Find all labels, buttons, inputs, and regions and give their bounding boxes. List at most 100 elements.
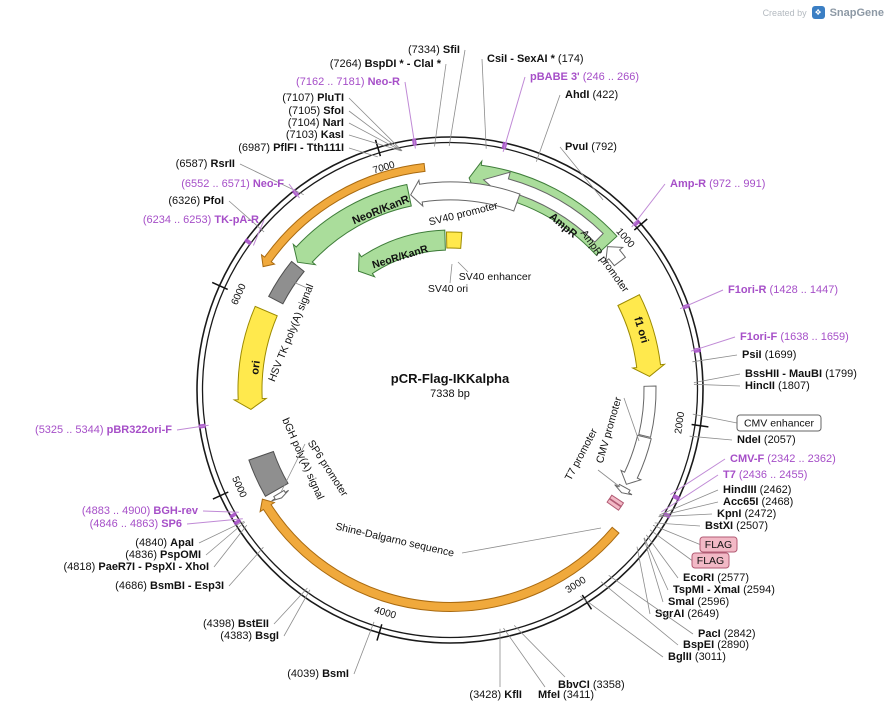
site-label-paer7i-pspxi-xhoi[interactable]: (4818) PaeR7I - PspXI - XhoI — [64, 561, 210, 573]
tick-label-2000: 2000 — [673, 411, 687, 435]
site-label-tspmi-xmai[interactable]: TspMI - XmaI (2594) — [673, 584, 775, 596]
site-label-paci[interactable]: PacI (2842) — [698, 628, 756, 640]
site-label-smai[interactable]: SmaI (2596) — [668, 596, 729, 608]
tick-mark-2000 — [691, 423, 709, 428]
site-label-pvui[interactable]: PvuI (792) — [565, 141, 617, 153]
feature-label-line-sv40-ori — [449, 263, 453, 284]
snapgene-watermark: Created by ❖ SnapGene — [763, 6, 884, 19]
site-label-pbabe-3[interactable]: pBABE 3' (246 .. 266) — [530, 71, 639, 83]
feature-ampr-promoter[interactable] — [605, 246, 627, 267]
feature-neor-kanr[interactable] — [292, 183, 412, 266]
site-label-rsrii[interactable]: (6587) RsrII — [176, 158, 235, 170]
site-label-pluti[interactable]: (7107) PluTI — [282, 92, 344, 104]
primer-region-sp6 — [233, 518, 242, 526]
site-label-kasi[interactable]: (7103) KasI — [286, 129, 344, 141]
feature-label-cmv-promoter[interactable]: CMV promoter — [594, 395, 624, 464]
site-label-cmv-f[interactable]: CMV-F (2342 .. 2362) — [730, 453, 836, 465]
site-label-ahdi[interactable]: AhdI (422) — [565, 89, 618, 101]
site-label-pspomi[interactable]: (4836) PspOMI — [125, 549, 201, 561]
callout-line-neo-f — [288, 183, 300, 199]
site-label-csii-sexai[interactable]: CsiI - SexAI * (174) — [487, 53, 584, 65]
site-label-sp6[interactable]: (4846 .. 4863) SP6 — [90, 518, 182, 530]
callout-line-pbr322ori-f — [176, 424, 209, 431]
site-label-tk-pa-r[interactable]: (6234 .. 6253) TK-pA-R — [143, 214, 259, 226]
feature-label-t7-promoter[interactable]: T7 promoter — [563, 426, 601, 483]
feature-f1-ori[interactable] — [617, 294, 667, 377]
tick-mark-4000 — [376, 624, 383, 641]
site-label-bstxi[interactable]: BstXI (2507) — [705, 520, 768, 532]
site-label-kfli[interactable]: (3428) KflI — [469, 689, 522, 701]
site-label-f1ori-f[interactable]: F1ori-F (1638 .. 1659) — [740, 331, 849, 343]
site-label-kpni[interactable]: KpnI (2472) — [717, 508, 776, 520]
feature-label-ori[interactable]: ori — [249, 360, 263, 375]
plasmid-name: pCR-Flag-IKKalpha — [390, 371, 510, 386]
site-label-f1ori-r[interactable]: F1ori-R (1428 .. 1447) — [728, 284, 838, 296]
site-label-bsmi[interactable]: (4039) BsmI — [287, 668, 349, 680]
tick-mark-6000 — [211, 281, 229, 291]
callout-line-f1ori-f — [690, 336, 736, 352]
site-label-acc65i[interactable]: Acc65I (2468) — [723, 496, 793, 508]
feature-label-sv40-promoter[interactable]: SV40 promoter — [428, 200, 500, 229]
feature-neor-kanr[interactable] — [357, 229, 446, 278]
feature-cmv-enhancer[interactable] — [638, 385, 657, 438]
feature-label-shine-dalgarno-sequence[interactable]: Shine-Dalgarno sequence — [334, 521, 455, 560]
site-label-hindiii[interactable]: HindIII (2462) — [723, 484, 791, 496]
site-label-apai[interactable]: (4840) ApaI — [135, 537, 194, 549]
site-label-bspei[interactable]: BspEI (2890) — [683, 639, 749, 651]
site-label-neo-f[interactable]: (6552 .. 6571) Neo-F — [181, 178, 284, 190]
tick-mark-3000 — [581, 594, 593, 610]
feature-sv40-enhancer[interactable] — [445, 231, 463, 249]
callout-line-cmv-f — [670, 458, 726, 496]
feature-label-flag[interactable]: FLAG — [697, 555, 724, 567]
site-label-sfii[interactable]: (7334) SfiI — [408, 44, 460, 56]
feature-label-box-flag[interactable] — [691, 552, 730, 569]
feature-flag[interactable] — [606, 498, 622, 511]
feature-hsv-tk-poly-a-signal[interactable] — [268, 260, 305, 305]
site-label-mfei[interactable]: MfeI (3411) — [538, 689, 594, 701]
site-label-pfoi[interactable]: (6326) PfoI — [168, 195, 224, 207]
site-label-hincii[interactable]: HincII (1807) — [745, 380, 810, 392]
feature-t7-promoter[interactable] — [614, 483, 633, 496]
feature-label-line-t7-promoter — [597, 469, 621, 488]
feature-ikkalpha-insert[interactable] — [259, 498, 620, 612]
primer-region-amp-r — [632, 219, 641, 227]
site-label-sgrai[interactable]: SgrAI (2649) — [655, 608, 719, 620]
feature-label-box-cmv-enhancer[interactable] — [736, 414, 822, 432]
site-label-bbvci[interactable]: BbvCI (3358) — [558, 679, 625, 691]
feature-label-sv40-enhancer[interactable]: SV40 enhancer — [459, 271, 532, 283]
feature-sp6-promoter[interactable] — [271, 489, 289, 502]
site-label-ecori[interactable]: EcoRI (2577) — [683, 572, 749, 584]
tick-mark-7000 — [374, 139, 382, 157]
callout-line-bbvci — [513, 625, 566, 678]
callout-line-paer7i-pspxi-xhoi — [213, 524, 248, 568]
tick-mark-5000 — [212, 491, 229, 500]
feature-label-box-flag[interactable] — [699, 536, 738, 553]
site-label-bsmbi-esp3i[interactable]: (4686) BsmBI - Esp3I — [115, 580, 224, 592]
site-label-bsshii-maubi[interactable]: BssHII - MauBI (1799) — [745, 368, 857, 380]
feature-ori[interactable] — [232, 305, 278, 410]
feature-cmv-promoter[interactable] — [620, 434, 652, 485]
site-label-psii[interactable]: PsiI (1699) — [742, 349, 796, 361]
site-label-bgh-rev[interactable]: (4883 .. 4900) BGH-rev — [82, 505, 199, 517]
feature-label-flag[interactable]: FLAG — [705, 539, 732, 551]
callout-line-kpni — [658, 513, 713, 518]
feature-label-cmv-enhancer[interactable]: CMV enhancer — [744, 418, 815, 430]
site-label-neo-r[interactable]: (7162 .. 7181) Neo-R — [296, 76, 400, 88]
feature-upstream-region[interactable] — [260, 162, 426, 268]
site-label-bsgi[interactable]: (4383) BsgI — [220, 630, 279, 642]
site-label-t7[interactable]: T7 (2436 .. 2455) — [723, 469, 807, 481]
site-label-sfoi[interactable]: (7105) SfoI — [288, 105, 344, 117]
site-label-pbr322ori-f[interactable]: (5325 .. 5344) pBR322ori-F — [35, 424, 172, 436]
site-label-bspdi-clai[interactable]: (7264) BspDI * - ClaI * — [330, 58, 442, 70]
feature-sv40-promoter[interactable] — [410, 178, 521, 212]
site-label-amp-r[interactable]: Amp-R (972 .. 991) — [670, 178, 765, 190]
callout-line-pfoi — [228, 200, 265, 233]
feature-label-sv40-ori[interactable]: SV40 ori — [428, 283, 468, 295]
site-label-pflfi-tth111i[interactable]: (6987) PflFI - Tth111I — [238, 142, 344, 154]
site-label-ndei[interactable]: NdeI (2057) — [737, 434, 796, 446]
callout-line-ahdi — [535, 94, 561, 162]
site-label-nari[interactable]: (7104) NarI — [288, 117, 344, 129]
feature-flag[interactable] — [609, 494, 625, 507]
site-label-bglii[interactable]: BglII (3011) — [668, 651, 726, 663]
site-label-bsteii[interactable]: (4398) BstEII — [203, 618, 269, 630]
